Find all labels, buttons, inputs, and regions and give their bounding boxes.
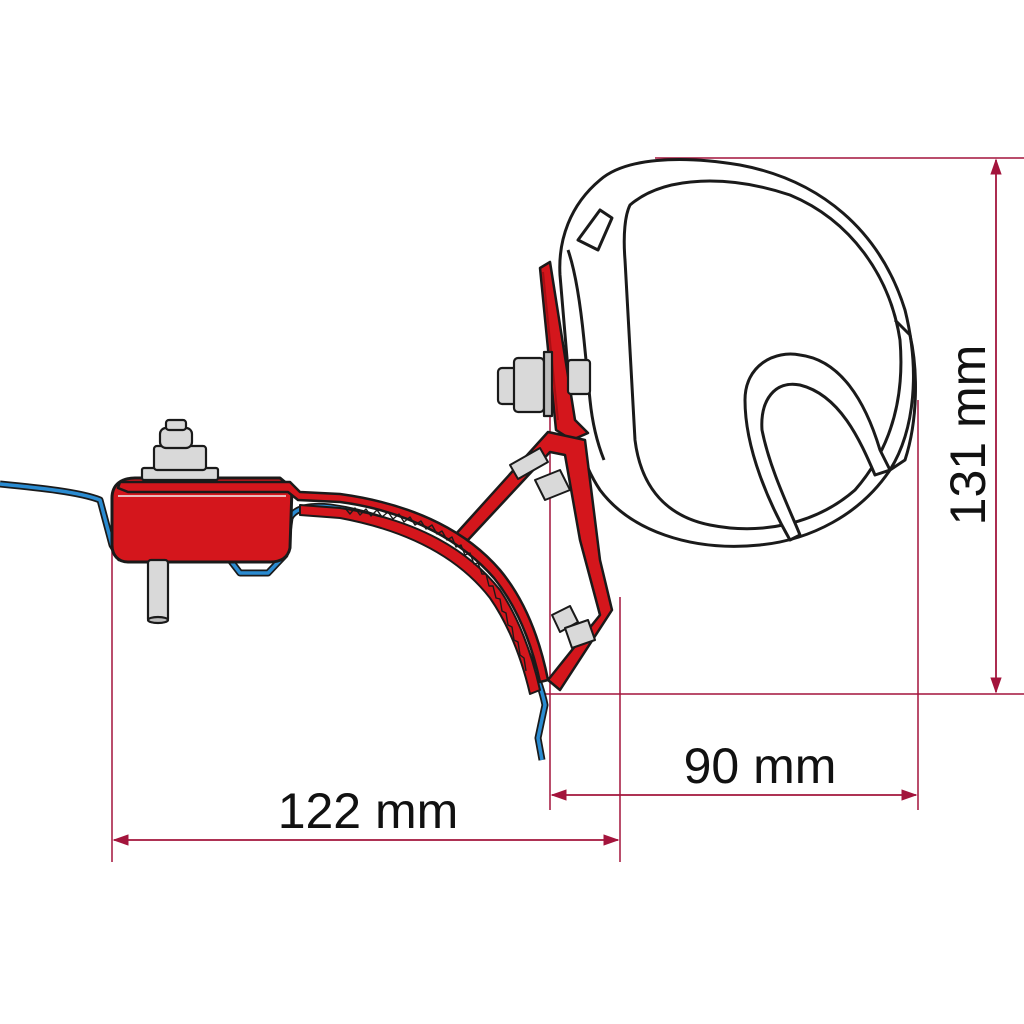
rail-curved-section: [299, 504, 541, 695]
dimension-lines: [112, 158, 1002, 846]
rail-serration: [344, 507, 527, 672]
height-dimension-label: 131 mm: [940, 345, 996, 526]
foot-bolt-stud: [146, 558, 170, 624]
brace-bolt-upper: [509, 447, 571, 501]
cassette-roller-cutout: [743, 352, 892, 542]
width-dimension-label: 122 mm: [278, 783, 459, 839]
mounting-rail: [110, 476, 550, 695]
upper-bolt-shank: [566, 358, 592, 396]
cassette-end-cap: [889, 318, 917, 472]
upper-bolt: [496, 350, 592, 418]
upper-bolt-nut: [512, 356, 546, 414]
cassette-left-strip: [566, 249, 606, 461]
foot-bolt-nut: [152, 444, 208, 472]
foot-bolt: [140, 418, 220, 625]
awning-cassette: [558, 158, 917, 548]
offset-dimension-label: 90 mm: [684, 738, 837, 794]
brace-bolt-lower: [551, 605, 596, 649]
upper-bracket: [538, 260, 590, 442]
upper-bolt-washer: [542, 350, 554, 418]
cassette-left-panel: [576, 208, 614, 252]
